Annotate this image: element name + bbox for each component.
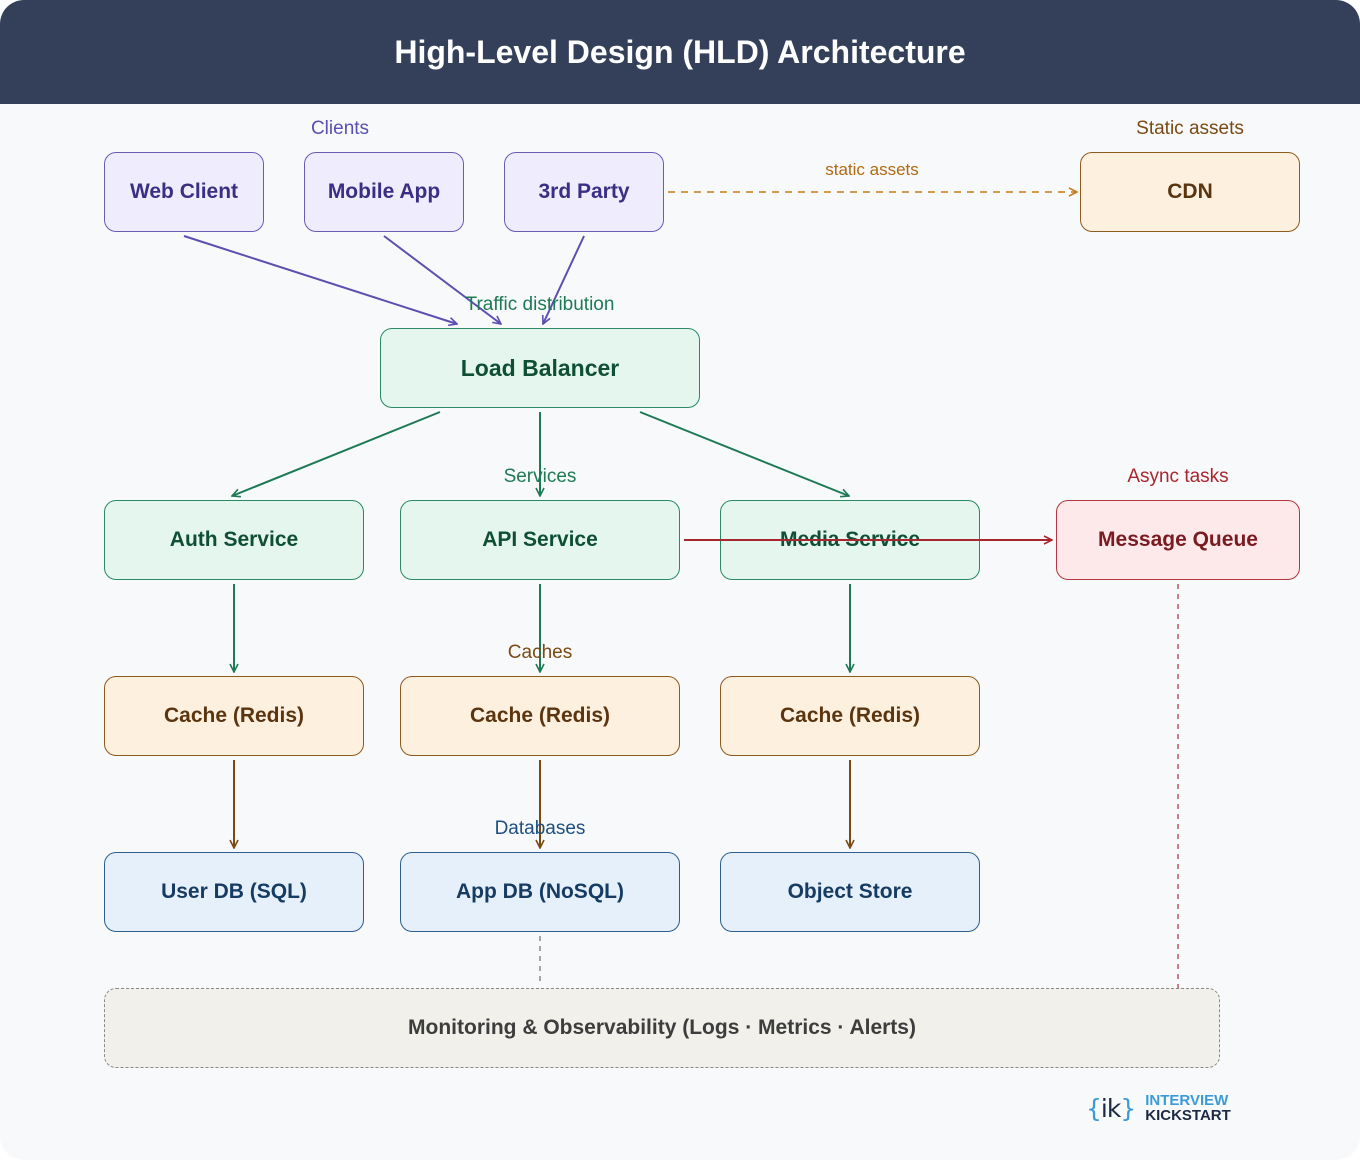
- group-label-clients: Clients: [310, 118, 370, 139]
- node-media-service-label: Media Service: [779, 528, 921, 551]
- node-auth-service-label: Auth Service: [169, 528, 299, 551]
- edge-mobile-app-to-lb: [383, 235, 501, 324]
- node-monitoring-label: Monitoring & Observability (Logs · Metri…: [408, 1016, 916, 1039]
- node-third-party-label: 3rd Party: [538, 180, 630, 203]
- node-api-service: API Service: [400, 500, 680, 580]
- node-web-client: Web Client: [104, 152, 264, 232]
- node-cache-api: Cache (Redis): [400, 676, 680, 756]
- group-label-static-assets: Static assets: [1136, 118, 1244, 139]
- node-object-store: Object Store: [720, 852, 980, 932]
- brand-logo-mark: {ik}: [1086, 1093, 1136, 1123]
- edge-third-party-to-lb: [543, 235, 585, 324]
- node-cache-auth-label: Cache (Redis): [163, 704, 305, 727]
- brand-logo-text: INTERVIEW KICKSTART: [1145, 1093, 1231, 1123]
- node-app-db: App DB (NoSQL): [400, 852, 680, 932]
- node-cache-media-label: Cache (Redis): [779, 704, 921, 727]
- edge-label-static-assets: static assets: [825, 160, 919, 179]
- edge-web-client-to-lb: [183, 235, 457, 324]
- brand-logo-line1: INTERVIEW: [1145, 1092, 1229, 1109]
- node-object-store-label: Object Store: [787, 880, 913, 903]
- group-label-caches: Caches: [507, 642, 573, 663]
- node-cache-api-label: Cache (Redis): [469, 704, 611, 727]
- edge-lb-to-auth: [232, 411, 441, 496]
- brand-logo-line2: KICKSTART: [1145, 1107, 1231, 1124]
- node-media-service: Media Service: [720, 500, 980, 580]
- title-bar: High-Level Design (HLD) Architecture: [0, 0, 1360, 104]
- node-user-db: User DB (SQL): [104, 852, 364, 932]
- node-cdn-label: CDN: [1167, 180, 1213, 203]
- node-cdn: CDN: [1080, 152, 1300, 232]
- node-cache-auth: Cache (Redis): [104, 676, 364, 756]
- node-mobile-app: Mobile App: [304, 152, 464, 232]
- node-api-service-label: API Service: [482, 528, 598, 551]
- group-label-async-tasks: Async tasks: [1127, 466, 1229, 487]
- node-mobile-app-label: Mobile App: [327, 180, 441, 203]
- node-app-db-label: App DB (NoSQL): [456, 880, 624, 903]
- node-web-client-label: Web Client: [129, 180, 239, 203]
- group-label-databases: Databases: [494, 818, 586, 839]
- node-message-queue: Message Queue: [1056, 500, 1300, 580]
- node-load-balancer: Load Balancer: [380, 328, 700, 408]
- diagram-title: High-Level Design (HLD) Architecture: [394, 33, 966, 70]
- group-label-services: Services: [503, 466, 577, 487]
- node-auth-service: Auth Service: [104, 500, 364, 580]
- node-third-party: 3rd Party: [504, 152, 664, 232]
- node-message-queue-label: Message Queue: [1098, 528, 1258, 551]
- node-monitoring: Monitoring & Observability (Logs · Metri…: [104, 988, 1220, 1068]
- node-user-db-label: User DB (SQL): [161, 880, 307, 903]
- group-label-traffic-distribution: Traffic distribution: [465, 294, 615, 315]
- node-load-balancer-label: Load Balancer: [460, 354, 620, 381]
- edge-lb-to-media: [639, 411, 849, 496]
- node-cache-media: Cache (Redis): [720, 676, 980, 756]
- brand-logo: {ik} INTERVIEW KICKSTART: [1086, 1088, 1231, 1128]
